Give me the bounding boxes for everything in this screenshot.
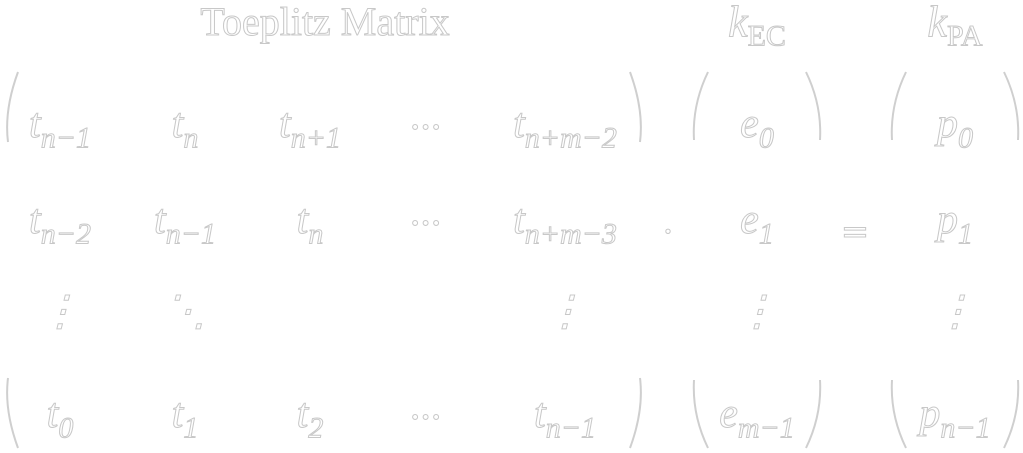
ec-left-paren-bottom [692, 379, 709, 449]
cell-symbol: t [534, 390, 547, 437]
matrix-cell: tn+m−3 [513, 196, 618, 251]
cell-subscript: n+m−2 [524, 121, 617, 155]
cell-subscript: 0 [58, 411, 74, 445]
cell-symbol: t [29, 196, 42, 243]
vector-label-ec: kEC [728, 0, 787, 53]
matrix-title: Toeplitz Matrix [200, 0, 450, 44]
cell-symbol: e [740, 100, 760, 147]
cell-subscript: 0 [958, 121, 974, 155]
cell-subscript: 0 [758, 121, 774, 155]
multiply-operator: · [662, 212, 674, 252]
matrix-right-paren-bottom [629, 377, 642, 449]
matrix-cell: tn−1 [154, 196, 217, 251]
pa-left-paren-top [890, 71, 907, 141]
cell-subscript: 1 [183, 411, 199, 445]
cell-symbol: t [171, 100, 184, 147]
pa-vector-entry: ⋮ [934, 289, 977, 335]
cell-subscript: n−2 [40, 217, 91, 251]
cell-symbol: t [154, 196, 167, 243]
cell-subscript: 1 [758, 217, 774, 251]
matrix-cell: ⋱ [164, 289, 207, 335]
cell-symbol: t [279, 100, 292, 147]
ec-vector-entry: em−1 [719, 390, 796, 445]
pa-vector-entry: pn−1 [919, 390, 991, 445]
cell-subscript: n+m−3 [524, 217, 617, 251]
cell-symbol: e [740, 196, 760, 243]
cell-symbol: t [296, 196, 309, 243]
cell-symbol: ⋮ [544, 289, 587, 335]
cell-symbol: p [919, 390, 941, 437]
matrix-left-paren-bottom [6, 377, 19, 449]
cell-symbol: t [29, 100, 42, 147]
ec-right-paren-top [805, 71, 822, 141]
matrix-right-paren-top [629, 71, 642, 143]
cell-symbol: t [46, 390, 59, 437]
pa-left-paren-bottom [890, 379, 907, 449]
matrix-cell: tn [296, 196, 324, 251]
cell-subscript: n−1 [165, 217, 216, 251]
cell-symbol: ⋮ [934, 289, 977, 335]
matrix-cell: tn [171, 100, 199, 155]
vector-label-pa: kPA [927, 0, 983, 53]
cell-symbol: ⋮ [39, 289, 82, 335]
matrix-cell: tn−2 [29, 196, 92, 251]
cell-symbol: t [513, 100, 526, 147]
cell-subscript: n−1 [40, 121, 91, 155]
cell-symbol: ··· [409, 395, 441, 441]
ec-right-paren-bottom [805, 379, 822, 449]
matrix-cell: ··· [409, 395, 441, 441]
matrix-cell: ··· [409, 105, 441, 151]
pa-right-paren-bottom [1003, 379, 1020, 449]
matrix-cell: tn+1 [279, 100, 342, 155]
cell-symbol: ⋱ [164, 289, 207, 335]
cell-symbol: ··· [409, 201, 441, 247]
cell-symbol: p [937, 100, 959, 147]
pa-right-paren-top [1003, 71, 1020, 141]
matrix-cell: ⋮ [39, 289, 82, 335]
ec-vector-entry: ⋮ [736, 289, 779, 335]
matrix-left-paren-top [6, 71, 19, 143]
ec-left-paren-top [692, 71, 709, 141]
cell-symbol: ⋮ [736, 289, 779, 335]
cell-subscript: n [308, 217, 324, 251]
matrix-cell: ··· [409, 201, 441, 247]
ec-vector-entry: e0 [740, 100, 775, 155]
pa-vector-entry: p0 [937, 100, 974, 155]
matrix-cell: t0 [46, 390, 74, 445]
matrix-cell: t2 [296, 390, 324, 445]
pa-vector-entry: p1 [937, 196, 974, 251]
cell-symbol: t [171, 390, 184, 437]
cell-subscript: n+1 [290, 121, 341, 155]
cell-subscript: 1 [958, 217, 974, 251]
cell-symbol: t [296, 390, 309, 437]
cell-symbol: t [513, 196, 526, 243]
cell-subscript: n−1 [940, 411, 991, 445]
cell-subscript: 2 [308, 411, 324, 445]
matrix-cell: t1 [171, 390, 199, 445]
cell-symbol: ··· [409, 105, 441, 151]
equals-operator: = [840, 212, 870, 252]
cell-subscript: n [183, 121, 199, 155]
cell-symbol: p [937, 196, 959, 243]
matrix-cell: tn+m−2 [513, 100, 618, 155]
ec-vector-entry: e1 [740, 196, 775, 251]
matrix-cell: ⋮ [544, 289, 587, 335]
matrix-cell: tn−1 [29, 100, 92, 155]
cell-symbol: e [719, 390, 739, 437]
cell-subscript: m−1 [737, 411, 795, 445]
cell-subscript: n−1 [545, 411, 596, 445]
matrix-cell: tn−1 [534, 390, 597, 445]
